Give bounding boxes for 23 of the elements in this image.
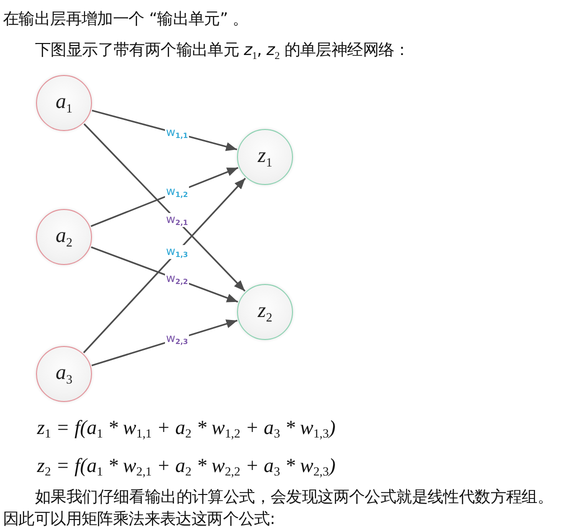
paragraph: 如果我们仔细看输出的计算公式，会发现这两个公式就是线性代数方程组。因此可以用矩阵乘法来表达这两个公式: [3, 486, 554, 530]
weight-label: w$_{1,1}$ [164, 126, 190, 140]
neuron-label: a$_{1}$ [56, 91, 72, 115]
weight-label: w$_{1,3}$ [164, 245, 190, 259]
neuron-circle [36, 209, 92, 265]
text-line: 下图显示了带有两个输出单元 z$_{1}$, z$_{2}$ 的单层神经网络： [35, 39, 410, 64]
neuron-circle [36, 75, 92, 131]
arrow [83, 178, 246, 354]
weight-label: w$_{1,2}$ [164, 185, 190, 199]
text-line: 在输出层再增加一个 “输出单元” 。 [3, 8, 248, 30]
weight-label: w$_{2,3}$ [164, 332, 190, 346]
weight-label: w$_{2,2}$ [164, 272, 190, 286]
neuron-label: z$_{2}$ [258, 300, 272, 324]
neuron-circle [237, 129, 293, 185]
neuron-label: a$_{2}$ [56, 225, 72, 249]
neuron-circle [36, 346, 92, 402]
neuron-label: a$_{3}$ [56, 362, 72, 386]
weight-label: w$_{2,1}$ [164, 214, 190, 228]
formula: z$_{2}$ = f(a$_{1}$ * w$_{2,1}$ + a$_{2}$ * w$_{2,2}$ + a$_{3}$ * w$_{2,3}$) [37, 454, 336, 481]
arrow [84, 123, 246, 292]
neuron-label: z$_{1}$ [258, 145, 272, 169]
neuron-circle [237, 284, 293, 340]
formula: z$_{1}$ = f(a$_{1}$ * w$_{1,1}$ + a$_{2}$ * w$_{1,2}$ + a$_{3}$ * w$_{1,3}$) [37, 416, 336, 443]
